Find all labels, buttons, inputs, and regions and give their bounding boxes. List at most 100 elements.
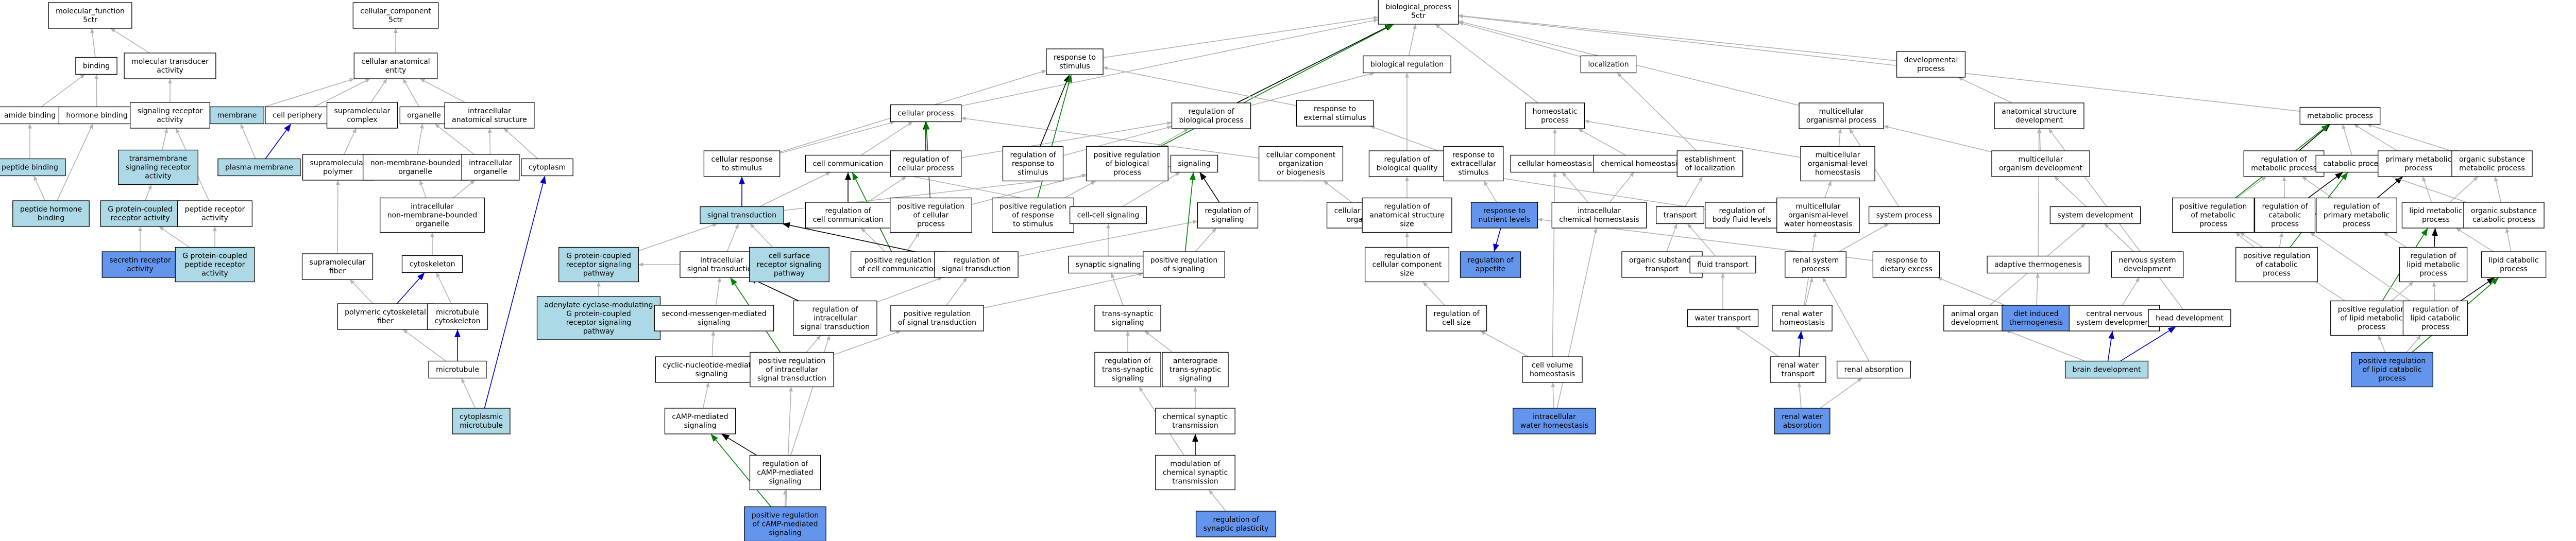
- node-amide-binding[interactable]: amide binding: [0, 106, 63, 125]
- node-peptide-binding[interactable]: peptide binding: [0, 158, 66, 177]
- node-water-transport[interactable]: water transport: [1687, 309, 1759, 327]
- node-cell-periphery[interactable]: cell periphery: [265, 106, 330, 125]
- node-metabolic[interactable]: metabolic process: [2299, 107, 2381, 125]
- node-organelle[interactable]: organelle: [399, 106, 449, 125]
- node-synaptic-signaling[interactable]: synaptic signaling: [1068, 255, 1148, 274]
- node-localization[interactable]: localization: [1580, 55, 1637, 74]
- node-adaptive-thermogenesis[interactable]: adaptive thermogenesis: [1987, 255, 2090, 274]
- node-system-process[interactable]: system process: [1868, 206, 1940, 224]
- node-intracell-nonmembrane[interactable]: intracellularnon-membrane-boundedorganel…: [380, 197, 485, 233]
- node-signal-transduction[interactable]: signal transduction: [700, 206, 784, 224]
- node-bio-regulation[interactable]: biological regulation: [1363, 55, 1451, 74]
- node-cellular-process[interactable]: cellular process: [890, 104, 962, 123]
- node-plasma-membrane[interactable]: plasma membrane: [217, 158, 301, 177]
- node-signaling[interactable]: signaling: [1170, 154, 1218, 173]
- node-hormone-binding[interactable]: hormone binding: [58, 106, 135, 125]
- node-head-dev[interactable]: head development: [2148, 309, 2231, 327]
- node-cytoskeleton[interactable]: cytoskeleton: [401, 255, 463, 273]
- node-cell-comm[interactable]: cell communication: [805, 154, 891, 173]
- node-cytoplasm[interactable]: cytoplasm: [521, 158, 573, 177]
- node-cell-cell-signaling[interactable]: cell-cell signaling: [1069, 206, 1147, 224]
- node-microtubule[interactable]: microtubule: [428, 360, 487, 379]
- node-binding[interactable]: binding: [75, 57, 117, 75]
- node-membrane[interactable]: membrane: [210, 106, 264, 125]
